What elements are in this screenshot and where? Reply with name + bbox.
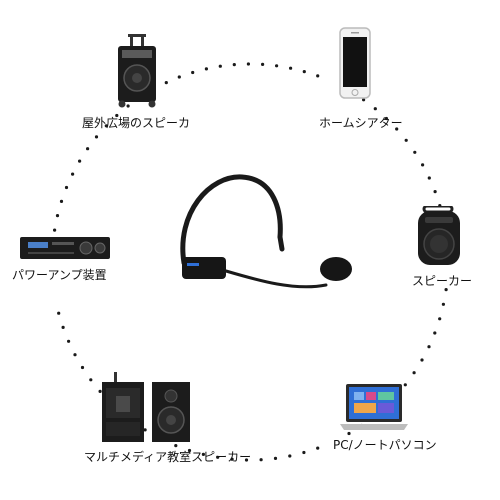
connection-dot [444, 288, 448, 292]
connection-dot [261, 62, 265, 66]
power-amp-label: パワーアンプ装置 [12, 268, 107, 282]
connection-dot [427, 345, 431, 349]
connection-dot [289, 66, 293, 70]
connection-dot [164, 81, 168, 85]
pc-label: PC/ノートパソコン [333, 438, 437, 452]
connection-dot [441, 302, 445, 306]
connection-dot [201, 452, 205, 456]
connection-dot [218, 64, 222, 68]
connection-dot [427, 176, 431, 180]
portable-speaker-icon [418, 206, 460, 265]
connection-dot [53, 228, 57, 232]
connection-dot [347, 431, 351, 436]
connection-dot [273, 456, 278, 460]
connection-dot [403, 383, 407, 387]
connection-dot [316, 446, 320, 450]
connection-dot [59, 199, 64, 203]
connection-dot [373, 107, 377, 111]
connection-dot [244, 458, 249, 462]
connection-dot [57, 311, 61, 315]
connection-dot [438, 317, 442, 321]
connection-dot [86, 147, 90, 151]
outdoor-speaker-icon [118, 34, 156, 108]
connection-dot [412, 371, 416, 375]
smartphone-icon [339, 27, 371, 99]
connection-dot [126, 104, 130, 108]
connection-dot [288, 454, 292, 458]
connection-dot [89, 378, 93, 382]
connection-dot [143, 428, 147, 432]
laptop-icon [340, 384, 408, 430]
connection-dot [67, 339, 71, 343]
multimedia-speakers-icon [102, 372, 190, 442]
connection-dot [104, 124, 108, 128]
connection-dot [177, 75, 181, 79]
connection-dot [98, 389, 102, 393]
multimedia-speaker-label: マルチメディア教室スピーカー [84, 450, 252, 464]
home-theater-label: ホームシアター [319, 116, 403, 130]
connection-dot [94, 135, 99, 139]
connection-dot [384, 116, 388, 121]
connection-dot [246, 62, 250, 66]
connection-dot [420, 358, 424, 362]
connection-dot [71, 172, 75, 176]
connection-dot [78, 159, 82, 163]
connection-dot [187, 448, 192, 453]
connection-dot [395, 127, 399, 131]
connection-dot [433, 331, 437, 335]
connection-dot [174, 444, 178, 448]
connection-dot [302, 450, 306, 455]
connection-dot [115, 113, 119, 118]
connection-dot [55, 214, 60, 218]
connection-dot [433, 190, 437, 194]
connection-dot [216, 455, 220, 459]
connection-dot [73, 353, 77, 357]
connection-dot [421, 163, 425, 167]
connection-dot [259, 458, 263, 462]
power-amplifier-icon [20, 237, 110, 259]
connection-dot [316, 74, 320, 78]
headset-microphone-icon [180, 174, 352, 289]
outdoor-speaker-label: 屋外広場のスピーカ [82, 116, 191, 130]
connection-dot [64, 185, 69, 190]
connection-dot [80, 365, 85, 370]
connection-dot [302, 70, 306, 74]
connection-dot [191, 70, 195, 75]
connection-dot [413, 150, 417, 154]
connection-dot [404, 138, 408, 142]
connection-dot [232, 63, 236, 67]
connection-dot [204, 67, 208, 71]
connection-dot [230, 457, 234, 461]
connection-dot [275, 64, 279, 68]
connection-dot [362, 98, 366, 102]
speaker-label: スピーカー [412, 274, 473, 288]
connection-dot [61, 325, 65, 329]
